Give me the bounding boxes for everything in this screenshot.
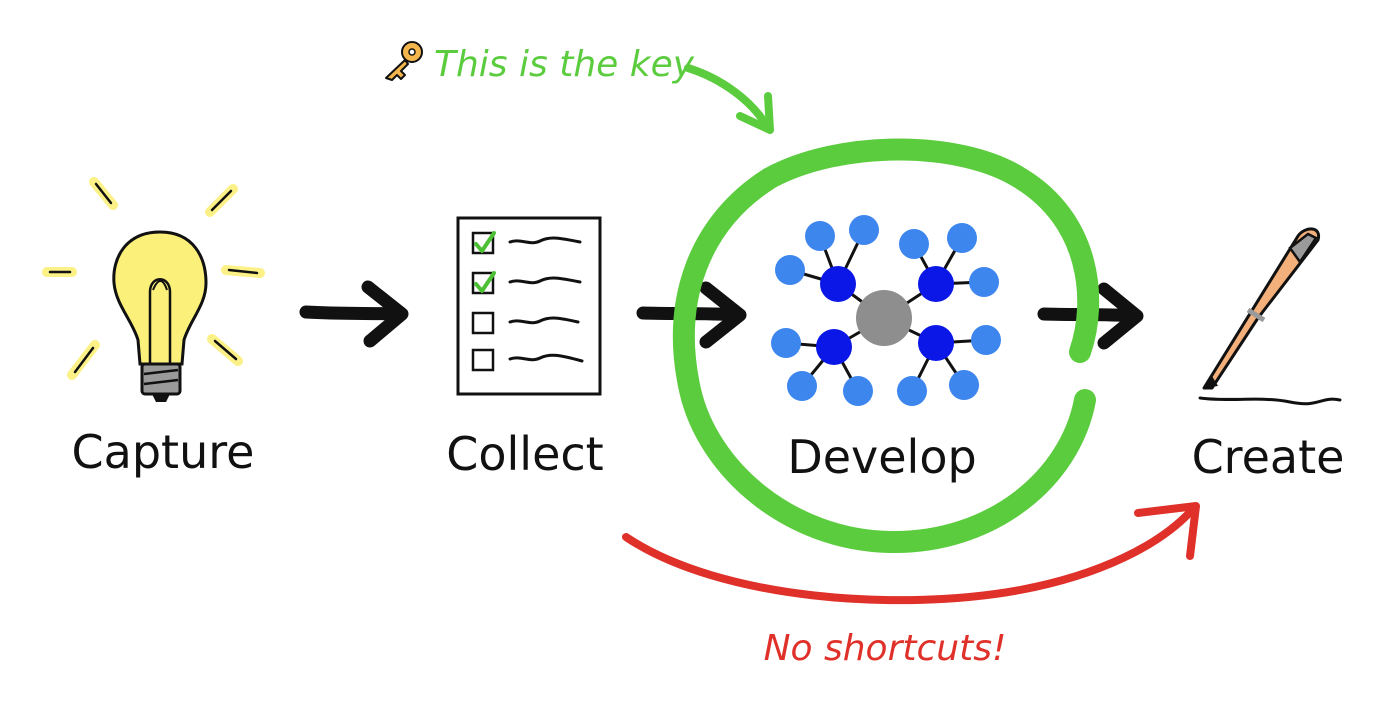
- check-mark-icon: [474, 271, 496, 293]
- checklist-icon: [456, 216, 602, 396]
- highlight-circle: [673, 138, 1100, 554]
- key-icon: [385, 41, 423, 81]
- step-label-develop: Develop: [787, 430, 976, 484]
- lightbulb-icon: [42, 177, 265, 402]
- step-label-capture: Capture: [72, 425, 255, 479]
- step-label-collect: Collect: [446, 427, 603, 481]
- checkbox-4: [471, 348, 495, 372]
- shortcut-arrow: [622, 502, 1200, 605]
- key-note-arrow: [684, 64, 774, 134]
- check-mark-icon: [474, 231, 496, 253]
- network-icon: [771, 215, 1001, 406]
- arrow-capture-to-collect: [299, 280, 409, 348]
- pen-icon: [1198, 227, 1342, 406]
- shortcut-note: No shortcuts!: [764, 628, 1007, 669]
- step-label-create: Create: [1192, 430, 1345, 484]
- checkbox-3: [471, 311, 495, 335]
- key-note: This is the key: [434, 44, 695, 85]
